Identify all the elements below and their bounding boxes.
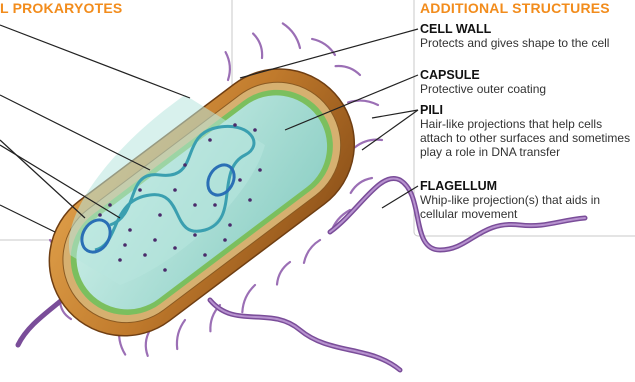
structure-name: CELL WALL [420, 22, 632, 36]
ribosome-dot [248, 198, 252, 202]
ribosome-dot [98, 213, 102, 217]
pilus [146, 330, 150, 356]
ribosome-dot [213, 203, 217, 207]
pilus [348, 101, 378, 105]
ribosome-dot [193, 203, 197, 207]
left-panel-title: L PROKARYOTES [0, 0, 122, 16]
ribosome-dot [153, 238, 157, 242]
structure-flagellum: FLAGELLUM Whip-like projection(s) that a… [420, 179, 632, 221]
structure-name: PILI [420, 103, 632, 117]
structure-description: Hair-like projections that help cells at… [420, 117, 632, 159]
structure-name: CAPSULE [420, 68, 632, 82]
ribosome-dot [158, 213, 162, 217]
structure-name: FLAGELLUM [420, 179, 632, 193]
ribosome-dot [173, 246, 177, 250]
ribosome-dot [253, 128, 257, 132]
ribosome-dot [233, 123, 237, 127]
structure-description: Protects and gives shape to the cell [420, 36, 632, 50]
ribosome-dot [108, 203, 112, 207]
ribosome-dot [183, 163, 187, 167]
ribosome-dot [173, 188, 177, 192]
ribosome-dot [238, 178, 242, 182]
ribosome-dot [143, 253, 147, 257]
ribosome-dot [118, 258, 122, 262]
ribosome-dot [203, 253, 207, 257]
structure-capsule: CAPSULE Protective outer coating [420, 68, 632, 96]
ribosome-dot [138, 188, 142, 192]
ribosome-dot [123, 243, 127, 247]
pilus [277, 262, 290, 285]
right-panel-title: ADDITIONAL STRUCTURES [420, 0, 610, 16]
ribosome-dot [163, 268, 167, 272]
pilus [336, 66, 360, 75]
structure-description: Protective outer coating [420, 82, 632, 96]
flagellum-lower [210, 300, 400, 370]
pilus [283, 23, 300, 48]
ribosome-dot [223, 238, 227, 242]
ribosome-dot [128, 228, 132, 232]
pilus [177, 320, 185, 349]
ribosome-dot [228, 223, 232, 227]
ribosome-dot [258, 168, 262, 172]
structure-cell-wall: CELL WALL Protects and gives shape to th… [420, 22, 632, 50]
structure-description: Whip-like projection(s) that aids in cel… [420, 193, 632, 221]
ribosome-dot [193, 233, 197, 237]
pilus [304, 240, 320, 263]
pilus [253, 34, 262, 58]
structure-pili: PILI Hair-like projections that help cel… [420, 103, 632, 159]
pilus [242, 285, 255, 312]
ribosome-dot [208, 138, 212, 142]
